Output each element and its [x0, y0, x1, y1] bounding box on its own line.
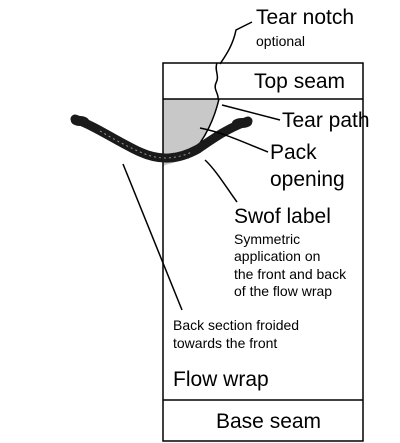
back-section-label-line2: towards the front	[173, 335, 277, 351]
swof-label-strip-texture	[99, 130, 193, 159]
top-seam-label: Top seam	[254, 70, 345, 93]
pack-opening-area	[163, 99, 219, 166]
tear-notch-label: Tear notch	[256, 6, 354, 29]
swof-desc-line4: of the flow wrap	[234, 283, 332, 299]
swof-desc-line2: application on	[234, 248, 320, 264]
tear-notch-leader	[219, 21, 253, 65]
pack-opening-leader	[199, 127, 269, 153]
swof-label-title: Swof label	[234, 205, 331, 228]
pack-opening-label-line1: Pack	[270, 141, 317, 164]
flow-wrap-label: Flow wrap	[173, 368, 269, 391]
swof-label-strip	[70, 114, 253, 163]
base-seam-label: Base seam	[216, 410, 321, 433]
back-section-label-line1: Back section froided	[173, 317, 299, 333]
tear-notch-note: optional	[256, 33, 305, 49]
swof-desc-line3: the front and back	[234, 266, 347, 282]
swof-label-left-end	[71, 116, 89, 126]
package-outline	[162, 62, 364, 442]
swof-desc-line1: Symmetric	[234, 231, 300, 247]
tear-notch-cut	[214, 62, 219, 100]
swof-label-leader	[204, 159, 238, 203]
tear-path-label: Tear path	[282, 109, 370, 132]
back-section-leader	[122, 163, 183, 311]
swof-label-right-end	[232, 118, 252, 128]
pack-opening-label-line2: opening	[270, 168, 345, 191]
tear-path-leader	[221, 104, 281, 121]
